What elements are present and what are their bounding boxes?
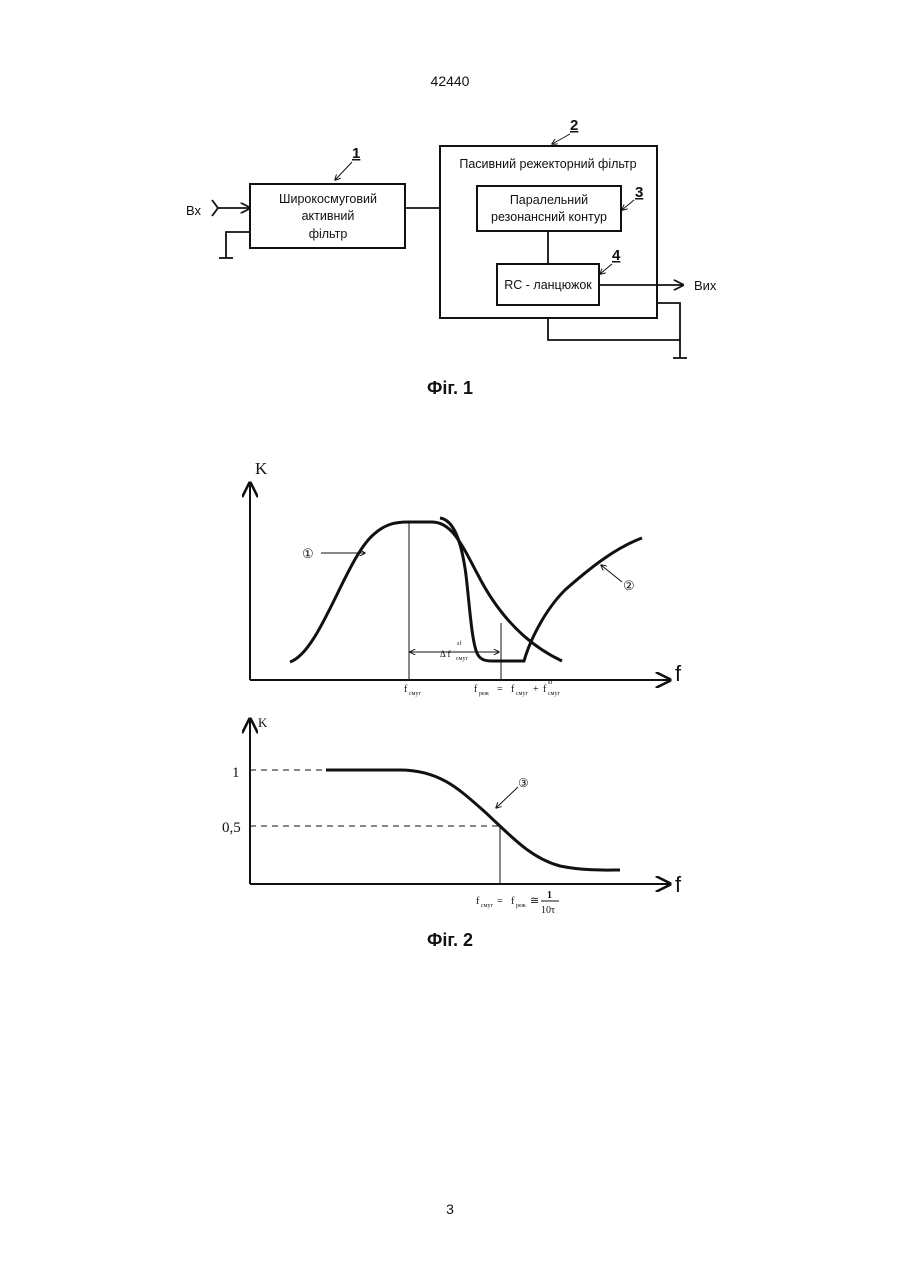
block3-number: 3 bbox=[635, 184, 643, 201]
y-tick-1: 1 bbox=[232, 765, 240, 781]
fig2-caption: Фіг. 2 bbox=[427, 930, 473, 950]
block2-leader-arrow bbox=[552, 134, 570, 144]
page-number: 3 bbox=[446, 1201, 454, 1217]
curve-1-bandpass bbox=[290, 522, 562, 662]
tick-f-band: f смуг bbox=[404, 684, 421, 697]
input-terminal-icon bbox=[212, 200, 218, 216]
curve-2-pointer-arrow bbox=[601, 565, 622, 582]
block3-line1: Паралельний bbox=[510, 193, 588, 207]
output-ground-wire bbox=[657, 303, 680, 342]
tick-f-eq: = bbox=[497, 896, 503, 907]
delta-f-sup: sf bbox=[457, 640, 461, 647]
tick-f-notch-eq: = bbox=[497, 684, 503, 695]
delta-f-sub: смуг bbox=[456, 656, 468, 662]
tick-f-notch-formula: f реж = f смуг + f sf смуг bbox=[474, 679, 560, 697]
top-y-axis-label: K bbox=[255, 459, 268, 478]
top-x-axis-label: f bbox=[675, 661, 682, 686]
tick-f-left-main: f bbox=[476, 896, 480, 907]
tick-f-frac-num: 1 bbox=[547, 890, 552, 901]
block1-line2: активний bbox=[302, 209, 355, 223]
tick-f-left-sub: смуг bbox=[481, 903, 493, 909]
bottom-y-axis-label: K bbox=[258, 715, 268, 730]
input-label: Вх bbox=[186, 203, 202, 218]
tick-f-notch-rhs2: f bbox=[543, 684, 547, 695]
input-ground-wire bbox=[226, 232, 250, 258]
tick-f-mid-main: f bbox=[511, 896, 515, 907]
curve-3-pointer-arrow bbox=[496, 787, 518, 808]
tick-f-notch-main: f bbox=[474, 684, 478, 695]
tick-f-cut-formula: f смуг = f реж ≅ 1 10τ bbox=[476, 890, 559, 916]
tick-f-frac-den: 10τ bbox=[541, 905, 555, 916]
tick-f-band-sub: смуг bbox=[409, 691, 421, 697]
block1-line3: фільтр bbox=[309, 227, 348, 241]
block1-leader-arrow bbox=[335, 162, 352, 180]
tick-f-notch-plus: + bbox=[533, 684, 539, 695]
tick-f-notch-sub: реж bbox=[479, 691, 490, 697]
curve-2-notch bbox=[440, 518, 642, 661]
block2-title: Пасивний режекторний фільтр bbox=[459, 157, 636, 171]
block4-number: 4 bbox=[612, 247, 621, 264]
fig2-bottom-graph: K f 1 0,5 ③ f смуг = f реж ≅ 1 10τ Фіг. … bbox=[222, 715, 682, 950]
block3-line2: резонансний контур bbox=[491, 210, 607, 224]
tick-f-band-main: f bbox=[404, 684, 408, 695]
document-number: 42440 bbox=[431, 73, 470, 89]
curve-1-marker: ① bbox=[302, 546, 314, 561]
bottom-x-axis-label: f bbox=[675, 872, 682, 897]
delta-f-label: Δ f bbox=[440, 649, 451, 659]
fig1-caption: Фіг. 1 bbox=[427, 378, 473, 398]
block1-number: 1 bbox=[352, 145, 360, 162]
tick-f-approx: ≅ bbox=[530, 895, 539, 907]
block2-ground-wire bbox=[548, 318, 680, 340]
tick-f-notch-rhs2-sub: смуг bbox=[548, 691, 560, 697]
tick-f-mid-sub: реж bbox=[516, 903, 527, 909]
block4-label: RC - ланцюжок bbox=[504, 278, 592, 292]
output-label: Вих bbox=[694, 278, 717, 293]
curve-3-marker: ③ bbox=[518, 776, 529, 790]
fig2-top-graph: K f Δ f sf смуг ① ② f смуг f реж = f сму… bbox=[250, 459, 682, 697]
block1-line1: Широкосмуговий bbox=[279, 192, 377, 206]
curve-3-rc-response bbox=[326, 770, 620, 870]
tick-f-notch-rhs2-sup: sf bbox=[548, 679, 552, 686]
block2-number: 2 bbox=[570, 117, 578, 134]
curve-2-marker: ② bbox=[623, 578, 635, 593]
tick-f-notch-rhs-sub: смуг bbox=[516, 691, 528, 697]
y-tick-0-5: 0,5 bbox=[222, 820, 241, 836]
fig1-block-diagram: Вх Широкосмуговий активний фільтр 1 Паси… bbox=[186, 117, 717, 398]
tick-f-notch-rhs: f bbox=[511, 684, 515, 695]
